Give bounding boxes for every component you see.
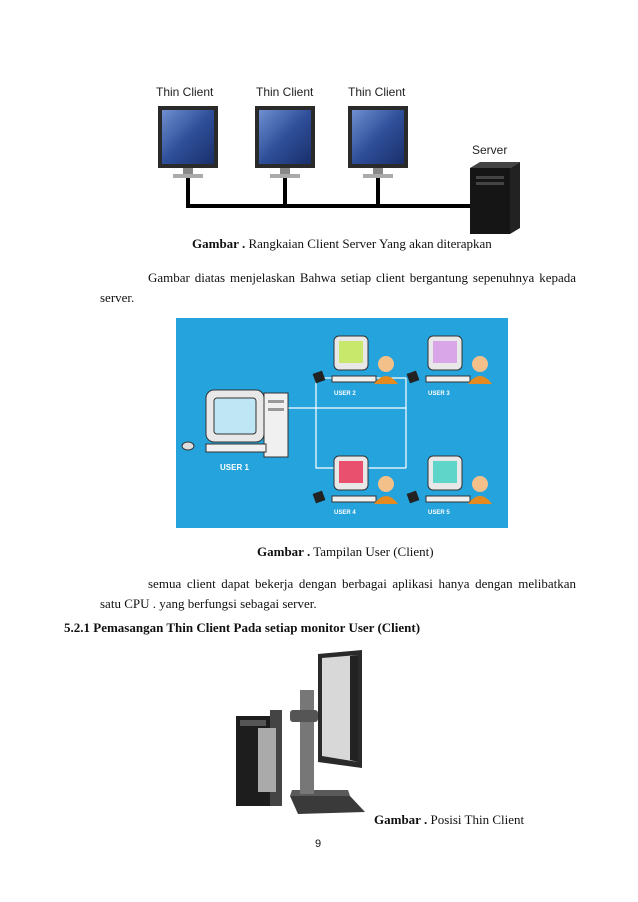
thin-client-monitor-3 xyxy=(348,106,408,206)
user5-station xyxy=(406,455,492,504)
paragraph-1: Gambar diatas menjelaskan Bahwa setiap c… xyxy=(100,270,576,305)
user3-label: USER 3 xyxy=(428,391,450,397)
figure2-caption-text: Tampilan User (Client) xyxy=(310,544,434,559)
figure2-caption-bold: Gambar . xyxy=(257,544,311,559)
user2-station xyxy=(312,335,398,384)
figure1-caption: Gambar . Rangkaian Client Server Yang ak… xyxy=(192,236,492,252)
user3-station xyxy=(406,335,492,384)
server-label: Server xyxy=(472,143,507,157)
user4-label: USER 4 xyxy=(334,510,356,516)
paragraph-2: semua client dapat bekerja dengan berbag… xyxy=(100,576,576,611)
thin-client-label-1: Thin Client xyxy=(156,85,214,99)
figure3-caption-text: Posisi Thin Client xyxy=(427,812,525,827)
user1-label: USER 1 xyxy=(220,463,249,472)
figure2-caption: Gambar . Tampilan User (Client) xyxy=(257,544,434,560)
section-heading: 5.2.1 Pemasangan Thin Client Pada setiap… xyxy=(64,620,421,635)
figure-user-clients: USER 1 USER 2 USER 3 USER 4 USER 5 xyxy=(176,318,508,528)
user2-label: USER 2 xyxy=(334,391,356,397)
thin-client-monitor-1 xyxy=(158,106,218,206)
figure-thin-client-position xyxy=(236,650,365,814)
page-number: 9 xyxy=(315,838,322,850)
figure3-caption: Gambar . Posisi Thin Client xyxy=(374,812,524,828)
user1-computer xyxy=(181,389,289,458)
thin-client-label-2: Thin Client xyxy=(256,85,314,99)
figure1-caption-text: Rangkaian Client Server Yang akan ditera… xyxy=(245,236,492,251)
figure1-caption-bold: Gambar . xyxy=(192,236,246,251)
user5-label: USER 5 xyxy=(428,510,450,516)
figure-thin-client-network: Thin Client Thin Client Thin Client Serv… xyxy=(156,85,520,234)
thin-client-monitor-2 xyxy=(255,106,315,206)
user4-station xyxy=(312,455,398,504)
figure3-caption-bold: Gambar . xyxy=(374,812,428,827)
server-tower-icon xyxy=(470,162,520,234)
thin-client-label-3: Thin Client xyxy=(348,85,406,99)
